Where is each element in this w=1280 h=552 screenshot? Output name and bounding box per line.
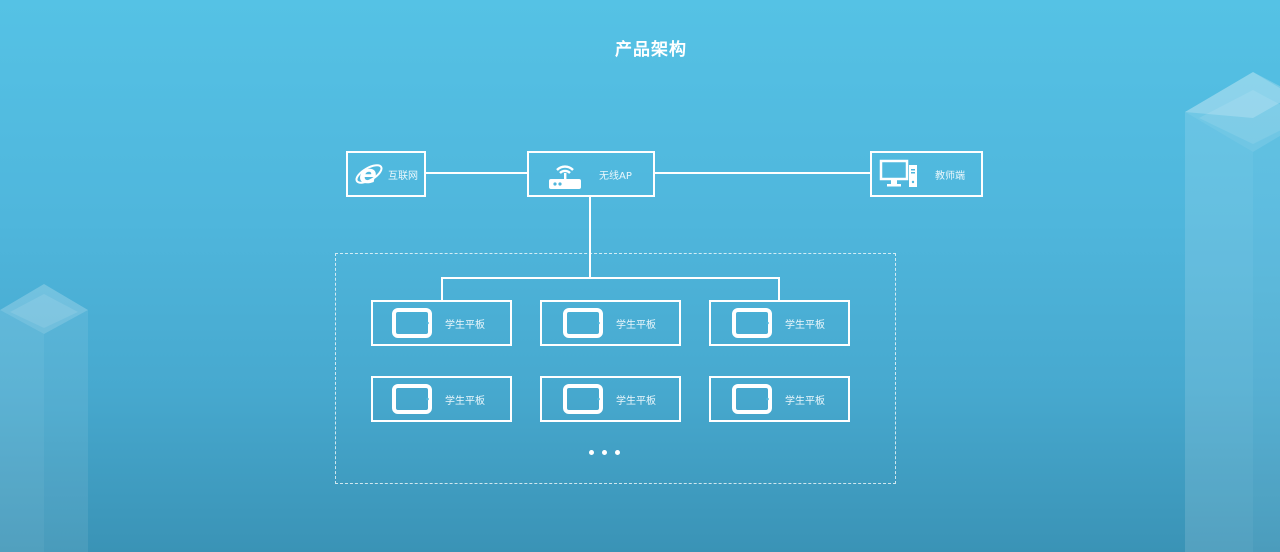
- wifi-router-icon: [549, 165, 581, 189]
- tablet-label: 学生平板: [785, 319, 825, 331]
- tablet-icon: [392, 308, 432, 338]
- decorative-pillar-left: [0, 284, 88, 552]
- connector-branch-left: [441, 277, 443, 301]
- ellipsis-dot: [589, 450, 594, 455]
- tablet-icon: [392, 384, 432, 414]
- node-internet[interactable]: e 互联网: [346, 151, 426, 197]
- student-group-container: [335, 253, 896, 484]
- tablet-label: 学生平板: [616, 319, 656, 331]
- node-access-point[interactable]: 无线AP: [527, 151, 655, 197]
- tablet-label: 学生平板: [445, 319, 485, 331]
- svg-text:e: e: [359, 160, 377, 189]
- tablet-icon: [563, 384, 603, 414]
- node-student-tablet[interactable]: 学生平板: [540, 376, 681, 422]
- node-student-tablet[interactable]: 学生平板: [371, 376, 512, 422]
- internet-explorer-icon: e: [355, 160, 383, 189]
- tablet-label: 学生平板: [616, 395, 656, 407]
- node-teacher-label: 教师端: [935, 170, 965, 182]
- node-student-tablet[interactable]: 学生平板: [371, 300, 512, 346]
- node-internet-label: 互联网: [388, 170, 418, 182]
- tablet-icon: [732, 384, 772, 414]
- decorative-pillar-right: [1185, 72, 1280, 552]
- tablet-label: 学生平板: [785, 395, 825, 407]
- tablet-icon: [732, 308, 772, 338]
- node-student-tablet[interactable]: 学生平板: [709, 376, 850, 422]
- ellipsis-dot: [615, 450, 620, 455]
- connector-branch-horizontal: [441, 277, 780, 279]
- node-access-point-label: 无线AP: [599, 170, 632, 182]
- node-teacher[interactable]: 教师端: [870, 151, 983, 197]
- tablet-label: 学生平板: [445, 395, 485, 407]
- connector-internet-ap: [425, 172, 527, 174]
- connector-ap-teacher: [654, 172, 870, 174]
- desktop-computer-icon: [879, 159, 917, 187]
- node-student-tablet[interactable]: 学生平板: [540, 300, 681, 346]
- page-title: 产品架构: [615, 40, 687, 60]
- ellipsis-dot: [602, 450, 607, 455]
- connector-ap-students: [589, 196, 591, 279]
- connector-branch-right: [778, 277, 780, 301]
- tablet-icon: [563, 308, 603, 338]
- node-student-tablet[interactable]: 学生平板: [709, 300, 850, 346]
